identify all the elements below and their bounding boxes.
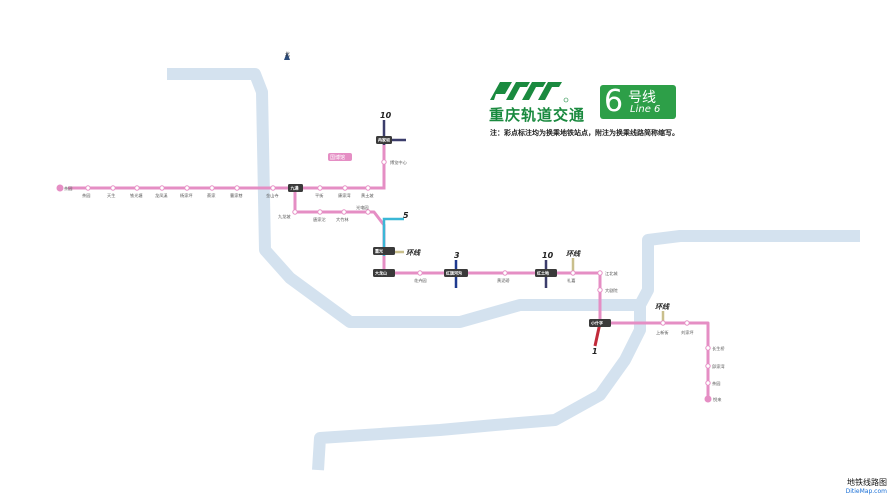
north-arrow-icon xyxy=(284,52,290,60)
footer-title: 地铁线路图 xyxy=(847,478,887,487)
station-label: 礼嘉 xyxy=(567,277,575,284)
station-label: 曹家巷 xyxy=(230,192,243,199)
line-badge-number: 6 xyxy=(604,84,624,119)
station-label: 黄土坡 xyxy=(361,192,374,199)
station-label: 龙凤溪 xyxy=(155,192,168,199)
tag-box xyxy=(328,153,352,161)
line-badge-cn: 号线 xyxy=(628,90,656,106)
transfer-label: 大龙山 xyxy=(375,270,387,276)
transfer-label: 小什字 xyxy=(591,320,603,326)
river-yangtze xyxy=(167,68,860,328)
footer-url[interactable]: DitieMap.com xyxy=(845,488,887,495)
terminal-west-marker xyxy=(56,184,64,192)
terminal-east: 悦来 xyxy=(713,396,722,403)
ring-label-c: 环线 xyxy=(655,302,670,311)
transfer-stations: 九通 冉家坝 重光 大龙山 红旗河沟 红土地 小什字 xyxy=(288,136,611,327)
station-label: 邱家湾 xyxy=(712,363,725,370)
station-label: 蔡家 xyxy=(207,192,216,198)
station-label: 光电园 xyxy=(356,204,369,211)
line6-track xyxy=(68,140,386,190)
terminal-west: 茶园 xyxy=(64,185,72,192)
line-badge: 6 号线 Line 6 xyxy=(600,84,676,119)
footer: 地铁线路图 DitieMap.com xyxy=(846,478,887,496)
transfer-label: 红旗河沟 xyxy=(446,270,462,276)
line-badge-en: Line 6 xyxy=(630,104,661,115)
station-label: 茶园 xyxy=(712,380,720,387)
stations-bottom-row: 花卉园 黄泥磅 礼嘉 江北城 大剧院 上新街 刘家坪 长生桥 邱家湾 茶园 xyxy=(414,270,725,387)
line5-label: 5 xyxy=(403,211,409,220)
transfer-label: 红土地 xyxy=(537,270,549,276)
station-label: 杨家坪 xyxy=(180,192,193,199)
tag-label: 国博馆 xyxy=(330,154,345,161)
line10-label-b: 10 xyxy=(542,251,554,260)
line1-label: 1 xyxy=(592,347,598,356)
ring-label-b: 环线 xyxy=(566,249,581,258)
logo-name: 重庆轨道交通 xyxy=(489,106,586,124)
logo-icon xyxy=(490,82,569,103)
line10-label-a: 10 xyxy=(380,111,392,120)
station-label: 长生桥 xyxy=(712,345,725,352)
transfer-label: 九通 xyxy=(290,185,299,191)
station-label: 大竹林 xyxy=(336,216,349,223)
station-label: 铁光塘 xyxy=(130,192,143,199)
station-label: 上新街 xyxy=(656,329,669,336)
station-label: 茶园 xyxy=(82,192,90,199)
station-label: 博览中心 xyxy=(390,159,408,166)
station-label: 康家湾 xyxy=(338,192,351,199)
station-label: 天生 xyxy=(107,192,115,199)
line5-track xyxy=(382,217,404,256)
transfer-label: 冉家坝 xyxy=(378,137,390,143)
station-label: 大剧院 xyxy=(605,287,618,294)
stations-middle: 九龙坡 唐家沱 大竹林 光电园 xyxy=(278,204,371,223)
station-label: 平街 xyxy=(315,192,323,199)
station-label: 花卉园 xyxy=(414,277,427,284)
station-label: 刘家坪 xyxy=(681,329,694,336)
map-note: 注：彩点标注均为换乘地铁站点，附注为换乘线路简称缩写。 xyxy=(490,129,679,137)
ring-label-a: 环线 xyxy=(406,248,421,257)
river-branch xyxy=(312,305,646,471)
station-label: 江北城 xyxy=(605,270,618,277)
north-label: 北 xyxy=(285,52,291,58)
stations-top-row: 茶园 天生 铁光塘 龙凤溪 杨家坪 蔡家 曹家巷 金山寺 平街 康家湾 黄土坡 … xyxy=(82,159,408,199)
station-label: 金山寺 xyxy=(266,192,279,199)
line3-label: 3 xyxy=(454,251,460,260)
station-label: 唐家沱 xyxy=(313,216,326,223)
station-label: 九龙坡 xyxy=(278,213,291,220)
terminal-east-marker xyxy=(704,395,712,403)
transfer-label: 重光 xyxy=(375,248,383,254)
station-label: 黄泥磅 xyxy=(497,277,510,284)
